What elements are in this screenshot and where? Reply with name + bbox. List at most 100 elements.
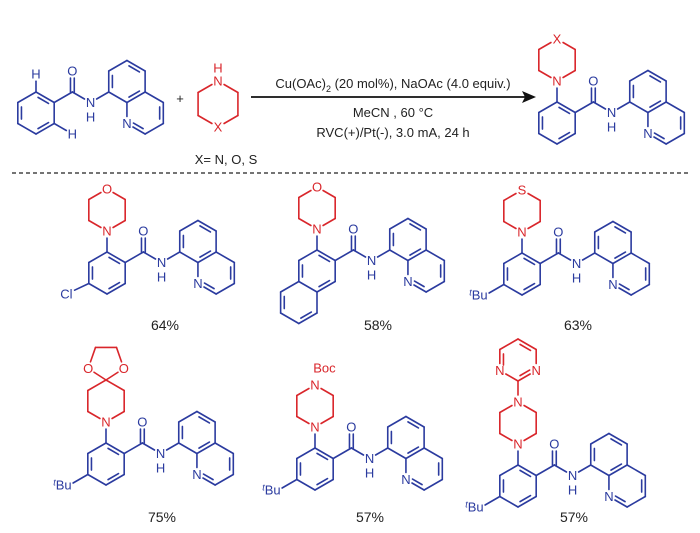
bond — [647, 101, 667, 114]
bond — [115, 346, 123, 363]
quinoline-n-label: N — [401, 472, 410, 487]
bond — [521, 283, 541, 296]
bond — [314, 447, 334, 460]
bond — [626, 495, 647, 508]
bond — [665, 132, 686, 145]
benzene-ring — [298, 249, 336, 293]
quinoline-n-label: N — [643, 126, 652, 141]
bond — [197, 114, 213, 125]
bond — [527, 220, 541, 230]
amine-ring — [499, 404, 537, 442]
amide-h-label: H — [568, 483, 577, 498]
double-bond-inner — [618, 283, 630, 291]
quinoline-n-label: N — [193, 276, 202, 291]
bond — [425, 280, 446, 293]
amide-n-label: N — [157, 255, 166, 270]
tert-butyl-label: tBu — [53, 478, 71, 493]
bond — [539, 252, 560, 265]
bond — [298, 280, 318, 293]
bond — [407, 249, 427, 262]
bond — [608, 464, 628, 477]
bond — [562, 69, 576, 79]
bond — [178, 251, 199, 264]
amide-h-label: H — [572, 271, 581, 286]
double-bond-inner — [128, 65, 141, 73]
bond — [388, 217, 409, 230]
quinoline-pyridine-ring — [405, 447, 444, 491]
bond — [142, 251, 157, 260]
quinoline-pyridine-ring — [612, 252, 651, 296]
bond — [105, 379, 125, 392]
double-bond-inner — [318, 279, 331, 288]
amine-x-label: X — [214, 120, 223, 135]
bond — [141, 442, 156, 451]
amine-ring — [88, 191, 126, 229]
bond — [517, 373, 531, 382]
pyrimidine-ring — [499, 338, 537, 382]
bond — [111, 410, 125, 420]
reaction-equation: + X= N, O, S Cu(OAc)2 (20 mol%), NaOAc (… — [176, 76, 536, 167]
bond — [386, 415, 407, 428]
benzene-ring — [499, 464, 537, 508]
bond — [53, 122, 68, 132]
amine-n-label: N — [312, 222, 321, 237]
bond — [517, 495, 537, 508]
bond — [405, 447, 425, 460]
amine-top-atom-label: N — [513, 395, 522, 410]
quinoline-n-label: N — [608, 277, 617, 292]
bond — [626, 464, 647, 477]
bond — [107, 59, 128, 72]
bond — [71, 91, 86, 100]
bond — [298, 249, 318, 262]
amine-n-label: N — [310, 420, 319, 435]
bond — [517, 338, 537, 351]
quinoline-n-label: N — [192, 467, 201, 482]
condition-line-1: Cu(OAc)2 (20 mol%), NaOAc (4.0 equiv.) — [275, 76, 510, 94]
bond — [296, 478, 316, 491]
bond — [630, 252, 651, 265]
bond — [628, 69, 649, 82]
bond — [35, 91, 55, 104]
bond — [322, 189, 336, 199]
benzene-ring — [88, 251, 126, 295]
bond — [296, 415, 310, 425]
fused-benzo-ring — [279, 280, 318, 325]
bond — [577, 464, 592, 473]
amine-ring — [298, 189, 336, 227]
benzene-ring — [503, 252, 541, 296]
bond — [279, 312, 300, 325]
bond — [320, 415, 334, 425]
bond — [88, 282, 108, 295]
bond — [298, 189, 312, 199]
bond — [376, 249, 391, 258]
bond — [503, 283, 523, 296]
bond — [423, 447, 444, 460]
bond — [87, 379, 107, 392]
bond — [196, 442, 216, 455]
double-bond-inner — [610, 438, 623, 446]
bond — [593, 220, 614, 233]
bond — [503, 252, 523, 265]
bond — [556, 132, 576, 145]
double-bond-inner — [407, 421, 420, 429]
bond — [553, 464, 568, 473]
bond — [88, 219, 102, 229]
bond — [521, 252, 541, 265]
bond — [316, 249, 336, 262]
bond — [17, 91, 37, 104]
double-bond-inner — [37, 121, 50, 130]
amine-top-atom-label: N — [310, 378, 319, 393]
bond — [87, 442, 107, 455]
bond — [503, 192, 517, 202]
bond — [126, 59, 146, 72]
bond — [105, 371, 119, 381]
amine-ring — [538, 41, 576, 79]
bond — [589, 464, 610, 477]
double-bond-inner — [409, 223, 422, 231]
double-bond-inner — [519, 494, 532, 503]
double-bond-inner — [107, 447, 120, 456]
